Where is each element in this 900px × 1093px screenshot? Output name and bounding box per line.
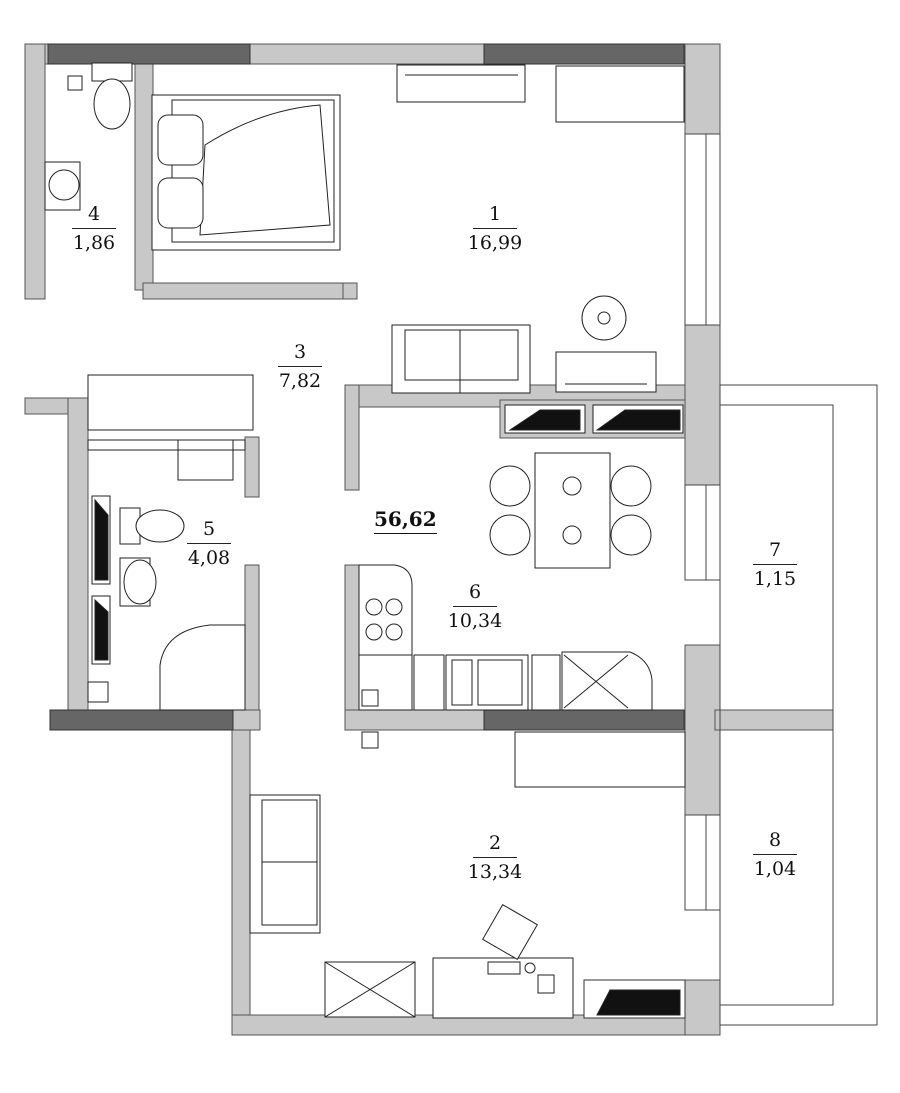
room-8-label: 8 1,04 [730, 829, 820, 880]
room-2-label: 2 13,34 [450, 832, 540, 883]
ac-unit [396, 64, 526, 103]
window-frame-kitchen [483, 709, 685, 731]
wall-kitchen-left-stub [344, 384, 360, 491]
room-6-area: 10,34 [447, 610, 503, 632]
wall-bath5-left [67, 397, 89, 724]
wall-bedroom-bottom [142, 282, 356, 300]
room-2-area: 13,34 [467, 861, 523, 883]
toilet [93, 78, 131, 130]
room-3-area: 7,82 [278, 370, 322, 392]
room-1-label: 1 16,99 [450, 203, 540, 254]
room-4-number: 4 [72, 203, 116, 229]
dining-table [534, 452, 611, 569]
room-6-number: 6 [453, 581, 497, 607]
wardrobe-kitchen [514, 731, 686, 788]
room-8-area: 1,04 [753, 858, 797, 880]
room-5-label: 5 4,08 [164, 518, 254, 569]
room-3-label: 3 7,82 [255, 341, 345, 392]
balcony-outline [719, 384, 878, 1026]
room-5-area: 4,08 [187, 547, 231, 569]
wall-bath5-right-lower [244, 564, 260, 726]
toilet-tank [91, 62, 133, 82]
room-1-area: 16,99 [467, 232, 523, 254]
room-5-number: 5 [187, 518, 231, 544]
desk [555, 351, 657, 393]
washer [177, 439, 234, 481]
dining-chair [489, 465, 531, 507]
wall-living-right [684, 979, 721, 1036]
wall-bath5-right [244, 436, 260, 498]
window-frame-bath5 [49, 709, 234, 731]
room-2-number: 2 [473, 832, 517, 858]
room-3-number: 3 [278, 341, 322, 367]
office-chair [481, 903, 539, 961]
wall-balcony-divider [714, 709, 834, 731]
dining-chair [610, 514, 652, 556]
shower [159, 624, 246, 711]
room-6-label: 6 10,34 [430, 581, 520, 632]
wardrobe [555, 65, 685, 123]
pillow [157, 114, 204, 166]
window-frame-top-right [483, 43, 685, 65]
wardrobe-hall [87, 374, 254, 431]
room-8-number: 8 [753, 829, 797, 855]
wall-right-upper [684, 43, 721, 135]
room-1-number: 1 [473, 203, 517, 229]
total-area: 56,62 [374, 507, 437, 534]
window-frame-top-left [47, 43, 251, 65]
wall-bath4-right [134, 59, 154, 291]
room-7-label: 7 1,15 [730, 539, 820, 590]
pillow [157, 177, 204, 229]
wall-living-left [231, 724, 251, 1036]
dining-chair [610, 465, 652, 507]
room-4-label: 4 1,86 [49, 203, 139, 254]
dining-chair [489, 514, 531, 556]
room-7-number: 7 [753, 539, 797, 565]
wall-right-mid [684, 324, 721, 486]
wall-kitchen-left [344, 564, 360, 726]
wall-left-upper [24, 43, 46, 300]
wall-corridor-stub [342, 282, 358, 300]
room-4-area: 1,86 [72, 232, 116, 254]
room-7-area: 1,15 [753, 568, 797, 590]
